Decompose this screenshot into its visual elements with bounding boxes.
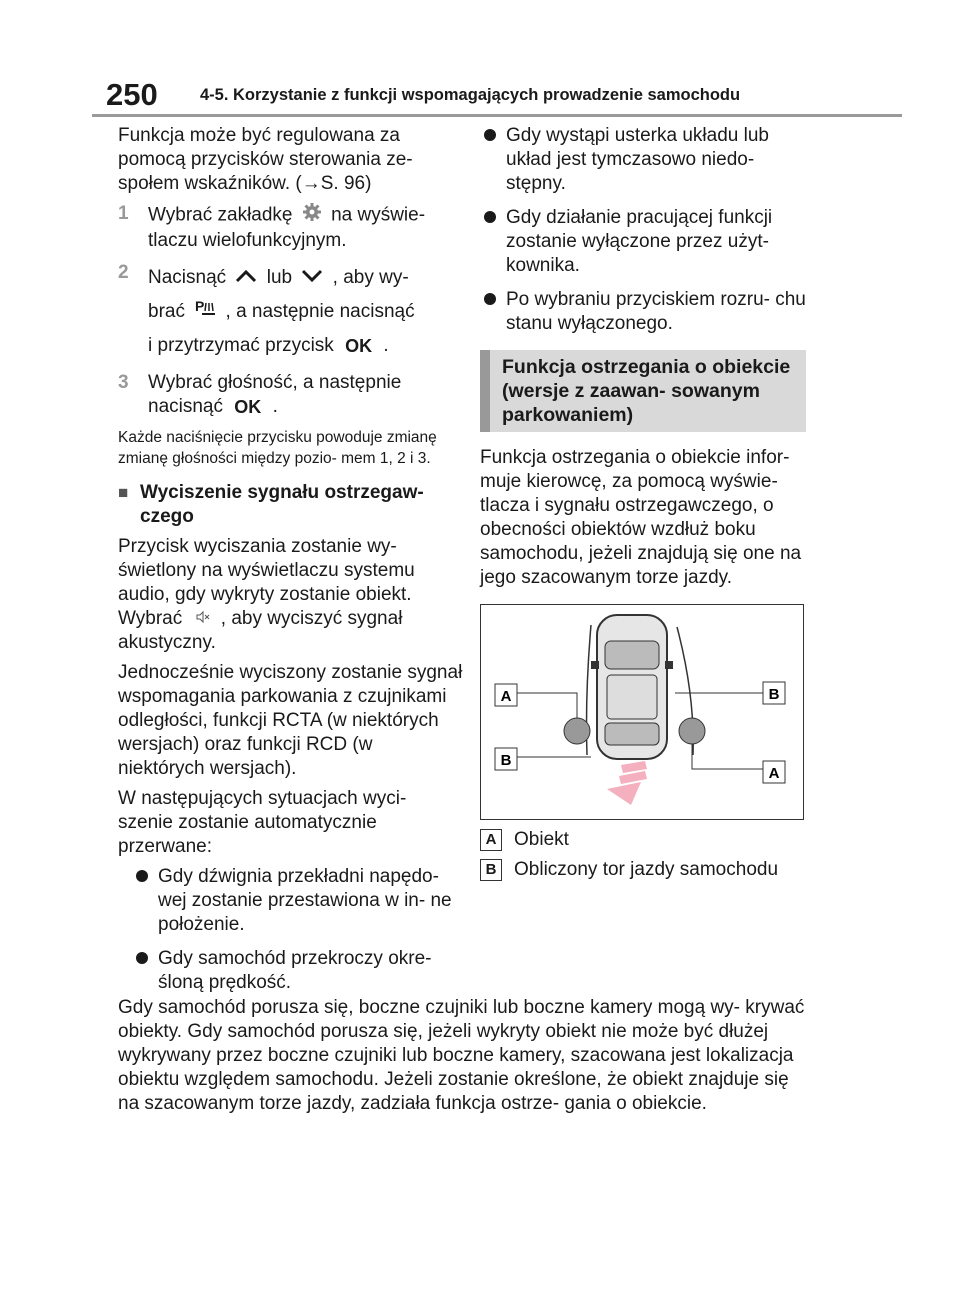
note-text: Każde naciśnięcie przycisku powoduje zmi… <box>118 429 437 468</box>
step-number: 2 <box>118 262 129 283</box>
object-warning-diagram: A B B A <box>480 604 804 820</box>
bullet-dot <box>132 947 158 995</box>
step-3: 3 Wybrać głośność, a następnie nacisnąć … <box>118 372 402 418</box>
bullet-item: Gdy działanie pracującej funkcji zostani… <box>480 206 806 278</box>
left-column: Funkcja może być regulowana za pomocą pr… <box>118 124 464 1005</box>
page-number: 250 <box>106 77 158 112</box>
ok-icon: OK <box>234 397 262 418</box>
section-title: Funkcja ostrzegania o obiekcie (wersje z… <box>480 350 806 432</box>
object-marker <box>563 717 591 745</box>
chevron-up-icon <box>235 261 257 295</box>
step-number: 1 <box>118 203 129 224</box>
step-number: 3 <box>118 372 129 394</box>
section-paragraph: Funkcja ostrzegania o obiekcie infor- mu… <box>480 447 802 588</box>
chevron-down-icon <box>301 261 323 295</box>
diagram-label: A <box>769 765 780 782</box>
header-divider <box>92 114 902 117</box>
diagram-label: A <box>501 688 512 705</box>
diagram-label: B <box>769 686 780 703</box>
mute-paragraph: Przycisk wyciszania zostanie wy- świetlo… <box>118 536 415 654</box>
legend-item: B Obliczony tor jazdy samochodu <box>480 858 806 882</box>
svg-text:P: P <box>195 298 204 314</box>
car-illustration <box>591 614 673 760</box>
bullet-item: Gdy samochód przekroczy okre- śloną pręd… <box>118 947 464 995</box>
speaker-mute-icon <box>192 607 212 631</box>
bottom-paragraph: Gdy samochód porusza się, boczne czujnik… <box>118 997 805 1114</box>
legend-badge: A <box>480 829 502 851</box>
parking-sensor-icon: P <box>194 295 216 329</box>
paragraph: Jednocześnie wyciszony zostanie sygnał w… <box>118 662 463 780</box>
gear-icon <box>302 202 322 229</box>
square-bullet-icon: ■ <box>118 483 129 503</box>
bullet-dot <box>480 124 506 196</box>
paragraph: W następujących sytuacjach wyci- szenie … <box>118 788 407 858</box>
bullet-item: Gdy dźwignia przekładni napędo- wej zost… <box>118 865 464 937</box>
page-header: 250 4-5. Korzystanie z funkcji wspomagaj… <box>92 76 902 114</box>
subheading: ■ Wyciszenie sygnału ostrzegaw- czego <box>118 482 424 528</box>
bullet-dot <box>480 288 506 336</box>
legend-item: A Obiekt <box>480 828 806 852</box>
bullet-dot <box>132 865 158 937</box>
step-2: 2 Nacisnąć lub , aby wy- brać P , a nast… <box>118 261 464 363</box>
diagram-legend: A Obiekt B Obliczony tor jazdy samochodu <box>480 828 806 882</box>
right-column: Gdy wystąpi usterka układu lub układ jes… <box>480 124 806 888</box>
ok-icon: OK <box>345 336 373 357</box>
diagram-label: B <box>501 752 512 769</box>
reverse-direction-arrow <box>607 761 647 805</box>
bullet-item: Po wybraniu przyciskiem rozru- chu stanu… <box>480 288 806 336</box>
legend-badge: B <box>480 859 502 881</box>
step-1: 1 Wybrać zakładkę na wyświe- tlaczu wiel… <box>118 202 426 251</box>
chapter-title: 4-5. Korzystanie z funkcji wspomagającyc… <box>200 86 741 104</box>
path-line <box>585 624 592 756</box>
intro-paragraph: Funkcja może być regulowana za pomocą pr… <box>118 125 413 194</box>
bullet-item: Gdy wystąpi usterka układu lub układ jes… <box>480 124 806 196</box>
bullet-dot <box>480 206 506 278</box>
object-marker <box>678 717 706 745</box>
